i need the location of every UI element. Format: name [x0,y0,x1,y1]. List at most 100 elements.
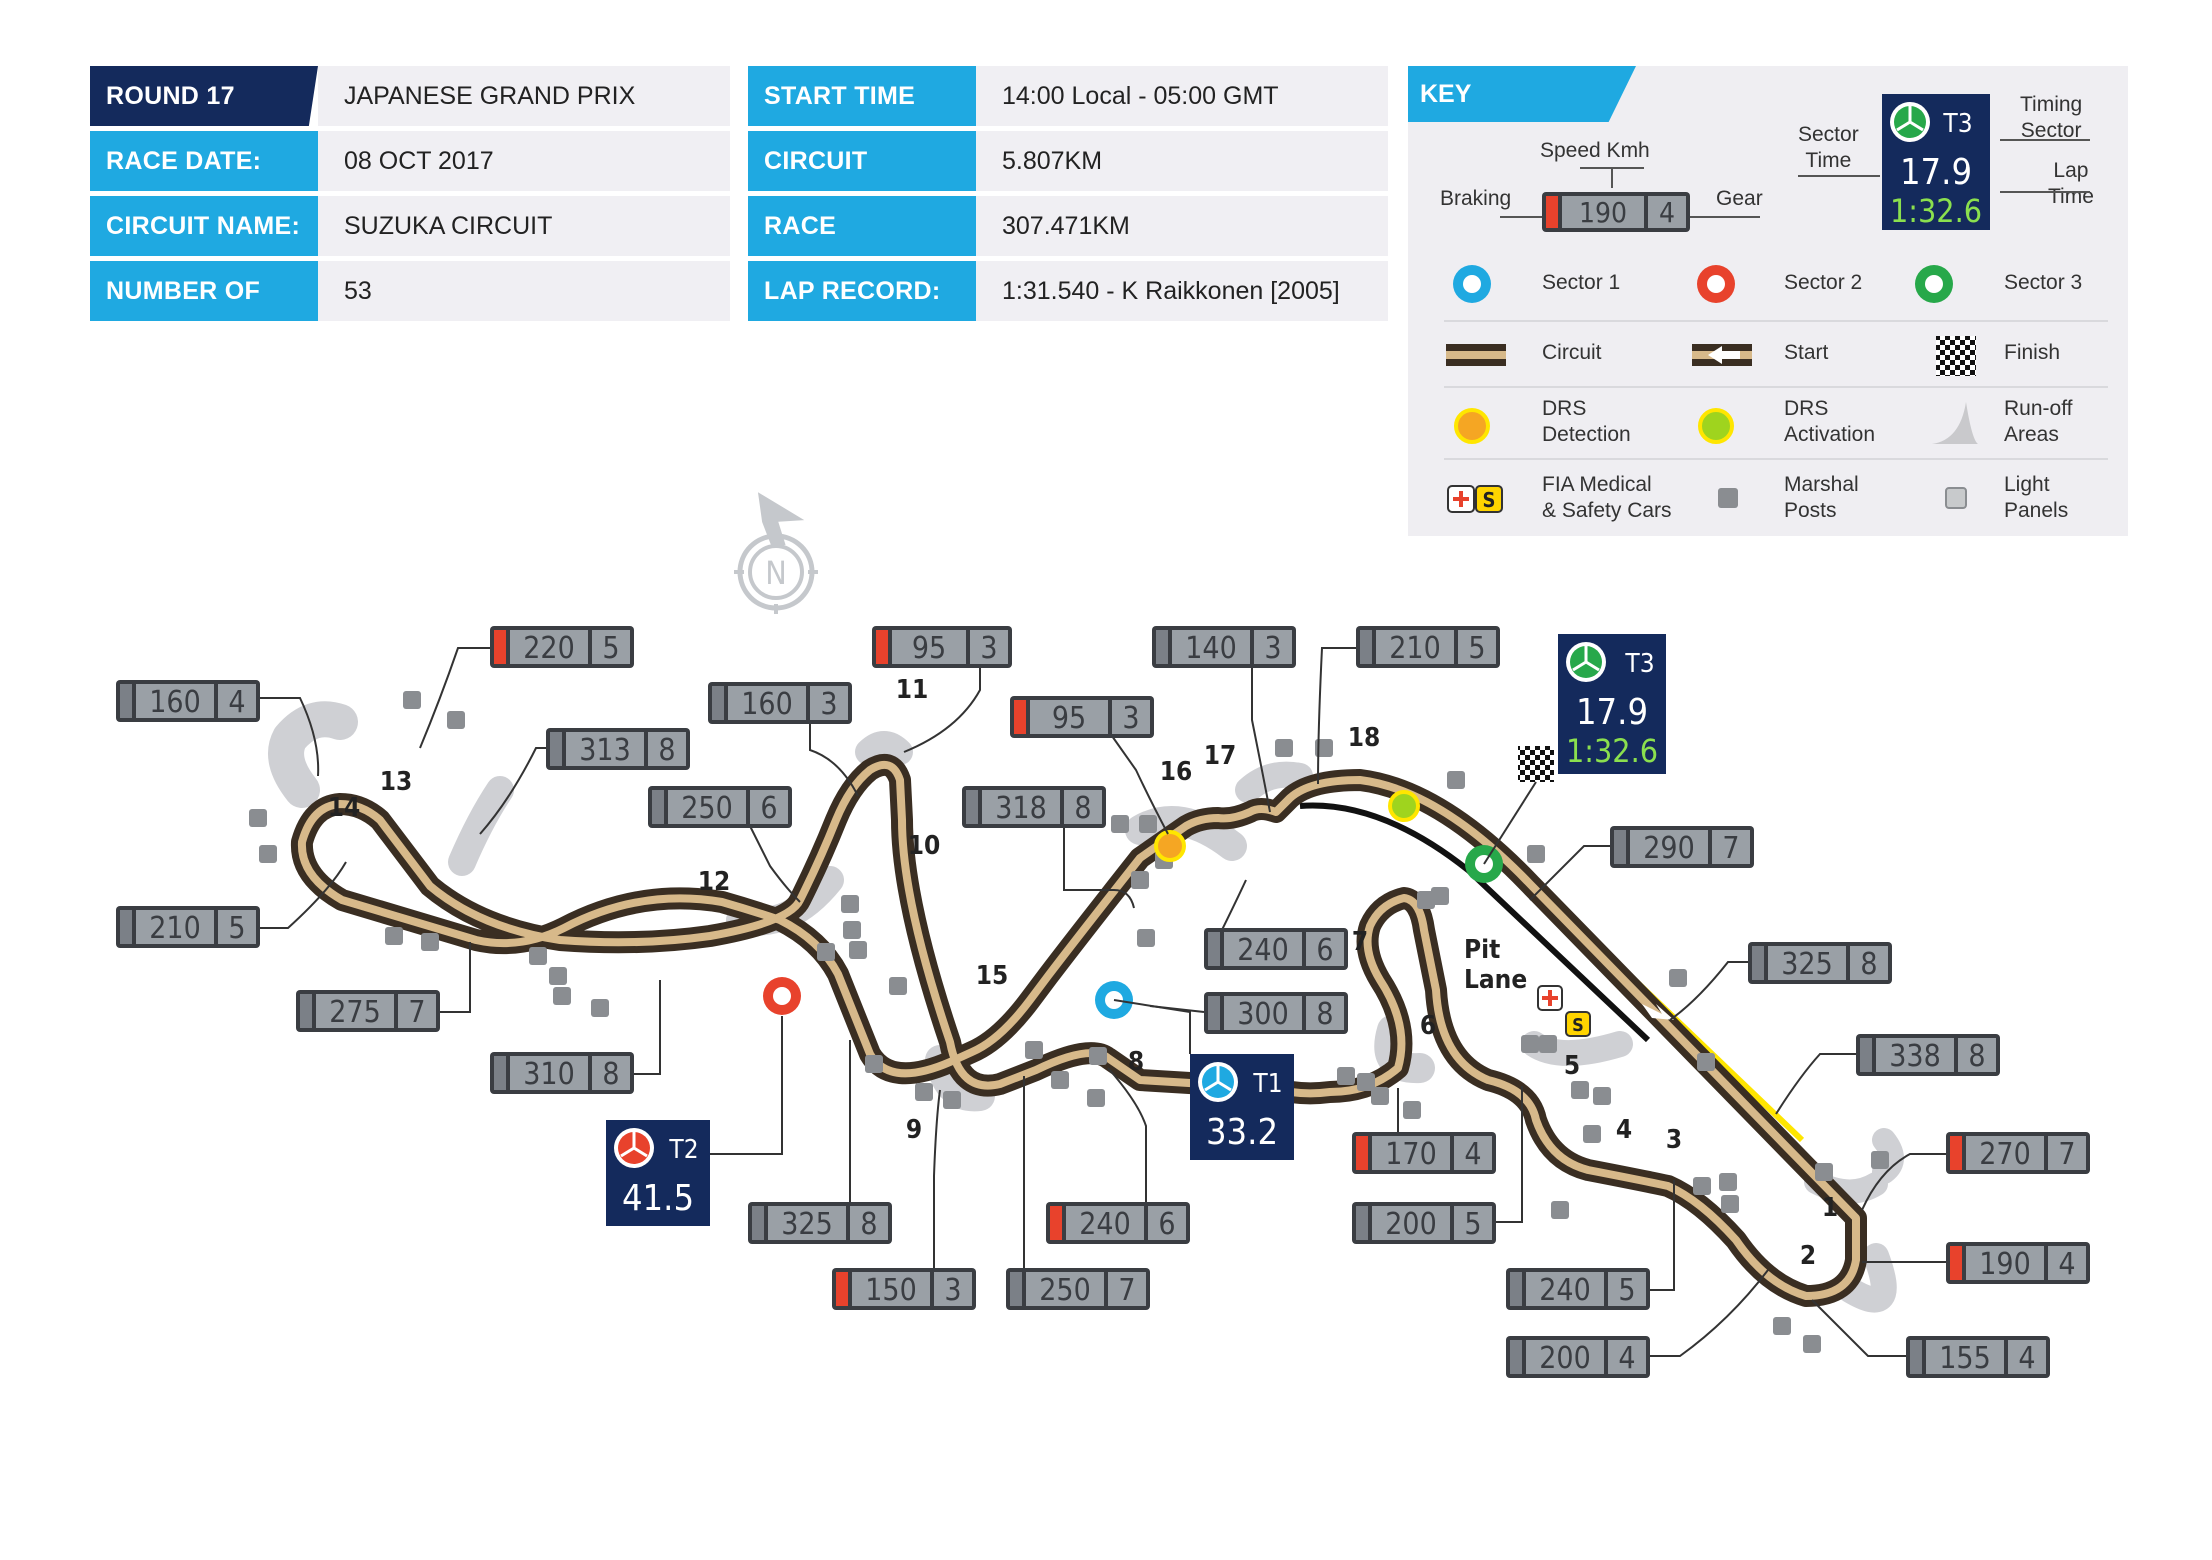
speed-value: 270 [1979,1137,2031,1172]
speed-cell [1876,1038,1954,1072]
gear-cell [1112,700,1150,734]
speed-value: 240 [1539,1273,1591,1308]
marshal-post-icon [1025,1041,1043,1059]
key-example-sector-time: 17.9 [1900,152,1972,193]
leader-line [479,747,546,835]
corner-number-9: 9 [906,1115,922,1145]
marshal-post-icon [1803,1335,1821,1353]
corner-number-2: 2 [1800,1241,1816,1271]
braking-indicator [1208,996,1220,1030]
corner-number-7: 7 [1352,927,1368,957]
speed-value: 210 [1389,631,1441,666]
info-row-race-date: RACE DATE: 08 OCT 2017 [90,131,730,191]
speed-value: 250 [681,791,733,826]
speed-cell [768,1206,846,1240]
speed-value: 310 [523,1057,575,1092]
gear-cell [592,630,630,664]
key-circuit-label: Circuit [1542,341,1602,364]
speed-cell [1224,932,1302,966]
key-sector-3-label: Sector 3 [2004,271,2083,294]
braking-indicator [752,1206,764,1240]
drs-detection-marker [1154,830,1186,862]
speed-cell [1224,996,1302,1030]
info-row-round: ROUND 17 JAPANESE GRAND PRIX [90,66,730,126]
marshal-post-icon [1521,1035,1539,1053]
gear-value: 8 [1968,1039,1985,1074]
gear-value: 8 [860,1207,877,1242]
svg-text:S: S [1483,488,1496,512]
key-lap-time-label: Lap Time [2048,159,2094,208]
gear-value: 8 [1860,947,1877,982]
leader-line [440,942,471,1013]
marshal-post-icon [1403,1101,1421,1119]
lap-record-label: LAP RECORD: [748,261,976,321]
marshal-post-icon [1139,815,1157,833]
marshal-post-icon [1693,1177,1711,1195]
braking-indicator [1208,932,1220,966]
gear-cell [1306,932,1344,966]
speed-value: 313 [579,733,631,768]
key-medical-label: FIA Medical & Safety Cars [1542,473,1672,522]
race-date-value: 08 OCT 2017 [318,131,730,191]
key-panel [1408,66,2128,536]
key-light-panel-label: Light Panels [2004,473,2069,522]
leader-line [1811,1299,1906,1357]
speed-value: 95 [912,631,946,666]
braking-indicator [1050,1206,1062,1240]
gear-cell [1454,1206,1492,1240]
corner-number-8: 8 [1128,1047,1144,1077]
round-label: ROUND 17 [90,66,318,126]
leader-line [1650,1180,1675,1291]
speed-value: 160 [741,687,793,722]
speed-value: 325 [781,1207,833,1242]
gear-value: 4 [228,685,245,720]
key-runoff-label: Run-off Areas [2004,397,2073,446]
leader-line [1861,1153,1946,1211]
sector-markers [763,746,1554,1019]
gear-value: 5 [1468,631,1485,666]
speed-cell [1026,1272,1104,1306]
gear-value: 7 [1118,1273,1135,1308]
key-gear-label: Gear [1716,187,1763,210]
leader-line [1496,1086,1523,1223]
gear-cell [1108,1272,1146,1306]
leader-line [1063,826,1135,909]
start-time-label: START TIME [748,66,976,126]
braking-indicator [120,684,132,718]
braking-indicator [1614,830,1626,864]
marshal-post-icon [1527,845,1545,863]
key-divider [1444,386,2108,388]
gear-value: 4 [2058,1247,2075,1282]
corner-number-10: 10 [908,831,941,861]
info-row-laps: NUMBER OF LAPS: 53 [90,261,730,365]
gear-cell [1958,1038,1996,1072]
key-title: KEY [1420,80,1472,108]
info-row-lap-record: LAP RECORD: 1:31.540 - K Raikkonen [2005… [748,261,1388,321]
key-sector-1-label: Sector 1 [1542,271,1621,294]
drs-activation-marker [1388,790,1420,822]
marshal-post-icon [1111,815,1129,833]
marshal-post-icon [865,1055,883,1073]
gear-cell [218,684,256,718]
drs-detection-icon [1454,408,1490,444]
marshal-post-icon [1087,1089,1105,1107]
gear-cell [1712,830,1750,864]
gear-cell [850,1206,888,1240]
speed-cell [852,1272,930,1306]
speed-value: 150 [865,1273,917,1308]
key-drs-activation-label: DRS Activation [1784,397,1876,446]
compass-icon: N [734,492,818,614]
speed-box: 210 5 [1356,626,1500,668]
speed-cell [510,1056,588,1090]
speed-value: 240 [1237,933,1289,968]
